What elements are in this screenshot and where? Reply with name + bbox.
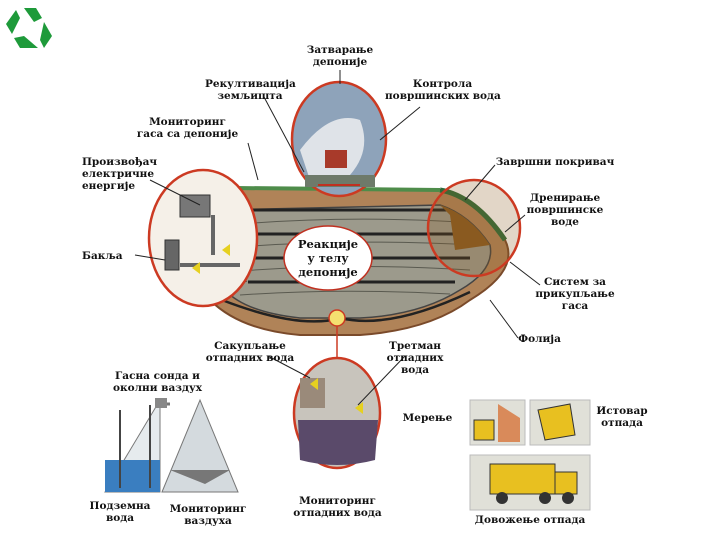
recycle-icon <box>6 5 53 51</box>
air-monitoring-panel <box>155 398 238 492</box>
torch-label: Бакља <box>82 250 142 262</box>
leachate-circle <box>294 358 380 468</box>
final-cover-label: Завршни покривач <box>495 156 615 168</box>
groundwater-panel <box>105 400 160 492</box>
foil-label: Фолија <box>512 333 567 345</box>
waste-delivery-label: Довожење отпада <box>465 514 595 526</box>
unloading-panel <box>470 400 590 445</box>
delivery-panel <box>470 455 590 510</box>
measurement-label: Мерење <box>400 412 455 424</box>
gas-circle <box>149 170 257 306</box>
closing-circle <box>292 82 386 196</box>
drainage-circle <box>428 180 520 276</box>
